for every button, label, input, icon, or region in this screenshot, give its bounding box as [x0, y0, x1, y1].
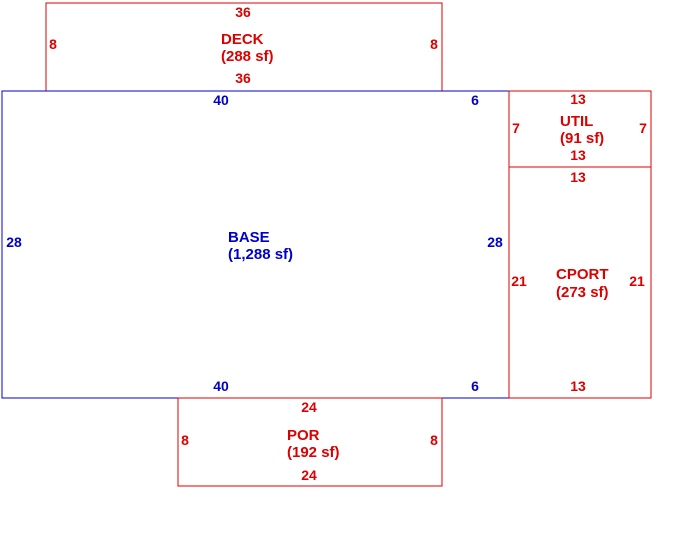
- por-bottom-dimension: 24: [301, 467, 317, 483]
- cport-top-dimension: 13: [570, 169, 586, 185]
- base-name: BASE: [228, 229, 270, 246]
- cport-square-footage: (273 sf): [556, 284, 609, 301]
- por-outline: [177, 397, 443, 487]
- util-left-dimension: 7: [512, 120, 520, 136]
- cport-area[interactable]: 13 21 21 CPORT (273 sf) 13: [508, 166, 652, 399]
- por-left-dimension: 8: [181, 432, 189, 448]
- util-area[interactable]: 13 7 7 UTIL (91 sf) 13: [508, 90, 652, 168]
- cport-name: CPORT: [556, 266, 609, 283]
- por-name: POR: [287, 427, 320, 444]
- deck-area[interactable]: 36 8 8 DECK (288 sf) 36: [45, 2, 443, 92]
- util-square-footage: (91 sf): [560, 130, 604, 147]
- por-area[interactable]: 24 8 8 POR (192 sf) 24: [177, 397, 443, 487]
- por-top-dimension: 24: [301, 399, 317, 415]
- util-bottom-dimension: 13: [570, 147, 586, 163]
- base-top-secondary-dimension: 6: [471, 92, 479, 108]
- deck-bottom-dimension: 36: [235, 70, 251, 86]
- base-area[interactable]: 40 6 28 28 BASE (1,288 sf) 40 6: [1, 90, 510, 399]
- base-square-footage: (1,288 sf): [228, 246, 293, 263]
- util-top-dimension: 13: [570, 91, 586, 107]
- cport-right-dimension: 21: [629, 273, 645, 289]
- util-right-dimension: 7: [639, 120, 647, 136]
- cport-outline: [508, 166, 652, 399]
- base-top-dimension: 40: [213, 92, 229, 108]
- deck-left-dimension: 8: [49, 36, 57, 52]
- base-right-dimension: 28: [487, 234, 503, 250]
- base-left-dimension: 28: [6, 234, 22, 250]
- cport-bottom-dimension: 13: [570, 378, 586, 394]
- cport-left-dimension: 21: [511, 273, 527, 289]
- por-right-dimension: 8: [430, 432, 438, 448]
- base-bottom-dimension: 40: [213, 378, 229, 394]
- por-square-footage: (192 sf): [287, 444, 340, 461]
- deck-top-dimension: 36: [235, 4, 251, 20]
- deck-square-footage: (288 sf): [221, 48, 274, 65]
- util-name: UTIL: [560, 113, 593, 130]
- deck-right-dimension: 8: [430, 36, 438, 52]
- base-bottom-secondary-dimension: 6: [471, 378, 479, 394]
- deck-name: DECK: [221, 31, 264, 48]
